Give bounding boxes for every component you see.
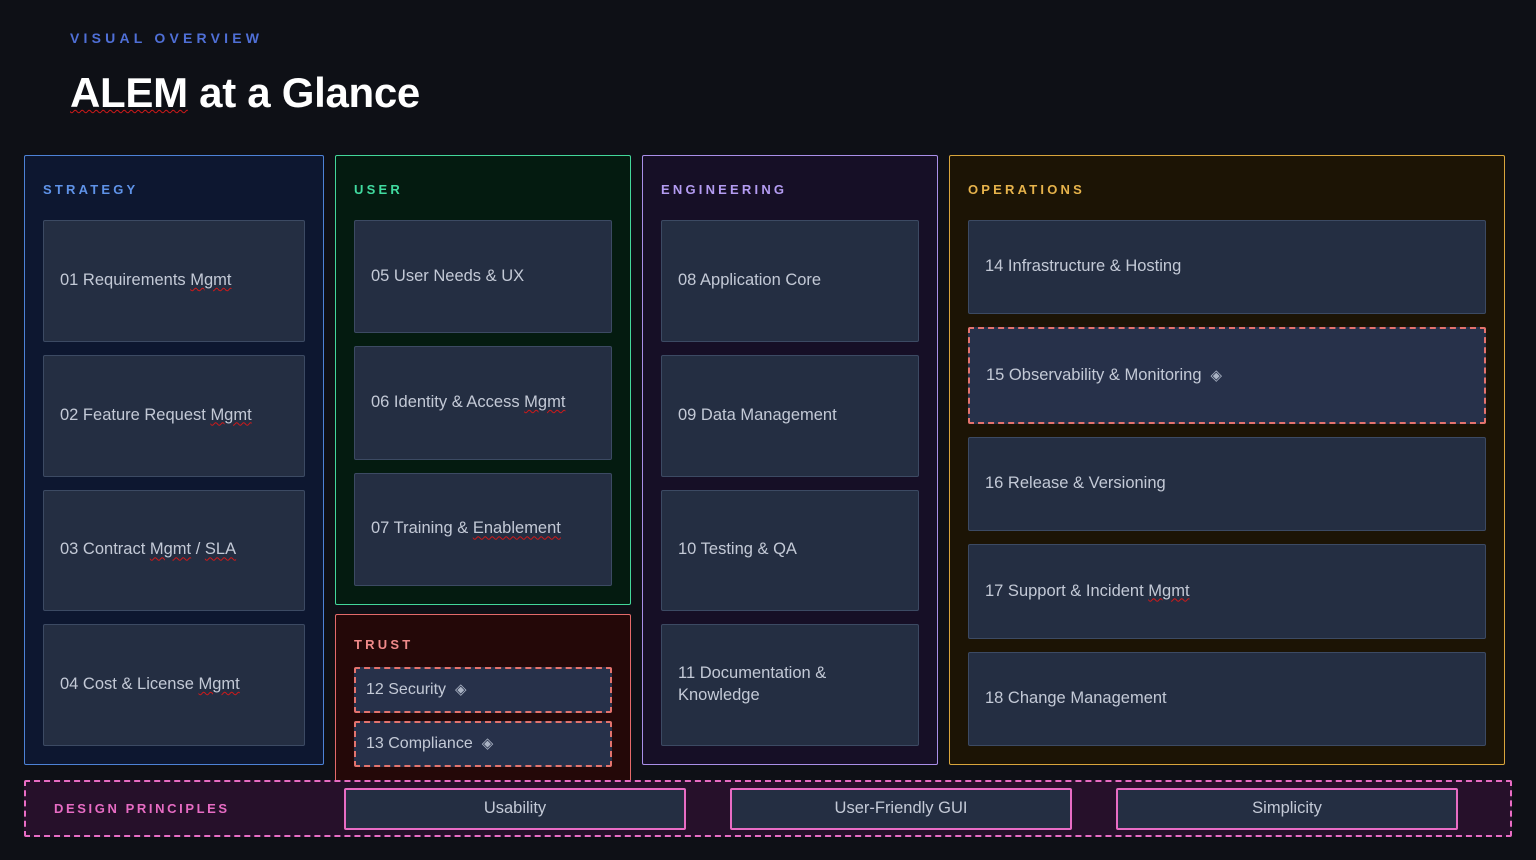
column-engineering: ENGINEERING 08 Application Core 09 Data … [642, 155, 938, 765]
card-item[interactable]: 06 Identity & Access Mgmt [354, 346, 612, 460]
card-item-flagged[interactable]: 12 Security ◈ [354, 667, 612, 713]
card-label: 10 Testing & QA [678, 540, 797, 559]
eyebrow-label: VISUAL OVERVIEW [70, 30, 264, 46]
column-heading-engineering: ENGINEERING [661, 182, 788, 197]
card-label: 05 User Needs & UX [371, 266, 525, 285]
column-trust: TRUST 12 Security ◈ 13 Compliance ◈ [335, 614, 631, 786]
card-item[interactable]: 02 Feature Request Mgmt [43, 354, 305, 477]
card-label: 04 Cost & License Mgmt [60, 675, 240, 694]
card-label: 15 Observability & Monitoring [986, 365, 1202, 384]
card-item[interactable]: 07 Training & Enablement [354, 472, 612, 586]
design-principles-list: Usability User-Friendly GUI Simplicity [344, 787, 1496, 830]
diamond-marker-icon: ◈ [481, 735, 494, 753]
card-item[interactable]: 03 Contract Mgmt / SLA [43, 489, 305, 612]
card-item[interactable]: 08 Application Core [661, 220, 919, 342]
card-label: 07 Training & Enablement [371, 519, 561, 538]
page-title: ALEM at a Glance [70, 68, 420, 116]
card-label: 03 Contract Mgmt / SLA [60, 540, 237, 559]
card-item[interactable]: 09 Data Management [661, 354, 919, 477]
card-label: 16 Release & Versioning [985, 474, 1166, 493]
card-label: 01 Requirements Mgmt [60, 270, 232, 289]
principle-label: User-Friendly GUI [834, 799, 968, 817]
column-strategy: STRATEGY 01 Requirements Mgmt 02 Feature… [24, 155, 324, 765]
card-item[interactable]: 05 User Needs & UX [354, 220, 612, 334]
principle-label: Usability [483, 799, 547, 817]
column-heading-strategy: STRATEGY [43, 182, 139, 197]
card-item[interactable]: 10 Testing & QA [661, 489, 919, 612]
card-label: 02 Feature Request Mgmt [60, 405, 252, 424]
card-label: 11 Documentation & Knowledge [678, 664, 827, 705]
card-label: 09 Data Management [678, 405, 837, 424]
title-misspelled-word: ALEM [70, 68, 188, 116]
column-operations: OPERATIONS 14 Infrastructure & Hosting 1… [949, 155, 1505, 765]
card-label: 13 Compliance [366, 735, 473, 753]
card-label: 12 Security [366, 681, 447, 699]
card-item[interactable]: 17 Support & Incident Mgmt [968, 544, 1486, 639]
card-label: 17 Support & Incident Mgmt [985, 581, 1190, 600]
card-item[interactable]: 01 Requirements Mgmt [43, 220, 305, 342]
column-group-user-trust: USER 05 User Needs & UX 06 Identity & Ac… [335, 155, 631, 786]
card-item[interactable]: 18 Change Management [968, 651, 1486, 747]
pillar-board: STRATEGY 01 Requirements Mgmt 02 Feature… [24, 155, 1512, 786]
principle-chip[interactable]: Usability [344, 787, 686, 830]
slide-header: VISUAL OVERVIEW ALEM at a Glance [70, 30, 420, 115]
column-user: USER 05 User Needs & UX 06 Identity & Ac… [335, 155, 631, 605]
principle-label: Simplicity [1252, 799, 1322, 817]
card-label: 08 Application Core [678, 270, 822, 289]
principle-chip[interactable]: Simplicity [1116, 787, 1458, 830]
column-heading-trust: TRUST [354, 637, 414, 652]
card-label: 18 Change Management [985, 688, 1167, 707]
column-heading-user: USER [354, 182, 403, 197]
card-item-flagged[interactable]: 13 Compliance ◈ [354, 721, 612, 767]
card-label: 06 Identity & Access Mgmt [371, 393, 566, 412]
principle-chip[interactable]: User-Friendly GUI [730, 787, 1072, 830]
design-principles-label: DESIGN PRINCIPLES [54, 801, 230, 816]
card-item-flagged[interactable]: 15 Observability & Monitoring ◈ [968, 327, 1486, 424]
card-item[interactable]: 16 Release & Versioning [968, 436, 1486, 532]
diamond-marker-icon: ◈ [455, 681, 467, 699]
column-heading-operations: OPERATIONS [968, 182, 1085, 197]
title-remainder: at a Glance [187, 68, 420, 116]
diamond-marker-icon: ◈ [1210, 366, 1223, 384]
card-label: 14 Infrastructure & Hosting [985, 257, 1182, 276]
card-item[interactable]: 04 Cost & License Mgmt [43, 624, 305, 746]
design-principles-bar: DESIGN PRINCIPLES Usability User-Friendl… [24, 780, 1512, 837]
card-item[interactable]: 11 Documentation & Knowledge [661, 624, 919, 746]
card-item[interactable]: 14 Infrastructure & Hosting [968, 220, 1486, 315]
